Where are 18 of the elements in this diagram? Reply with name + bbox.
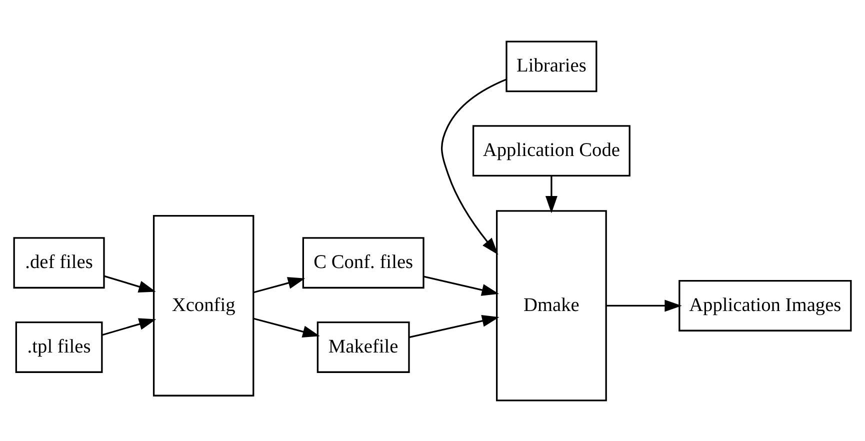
arrow [102,318,156,336]
arrow [545,176,558,213]
arrow [424,275,499,296]
arrow [606,299,682,312]
arrow [254,276,306,293]
node-box: Libraries [506,40,598,92]
arrow [441,78,507,254]
node-box: Makefile [316,321,410,372]
node-box: Dmake [496,210,607,401]
arrow [254,317,320,337]
arrow [408,314,500,338]
node-box: Application Code [472,124,630,176]
node-box: .tpl files [15,321,103,372]
node-box: .def files [13,236,105,288]
arrow [104,274,156,292]
node-box: Xconfig [152,214,254,396]
node-box: Application Images [678,280,852,331]
node-box: C Conf. files [302,236,424,288]
